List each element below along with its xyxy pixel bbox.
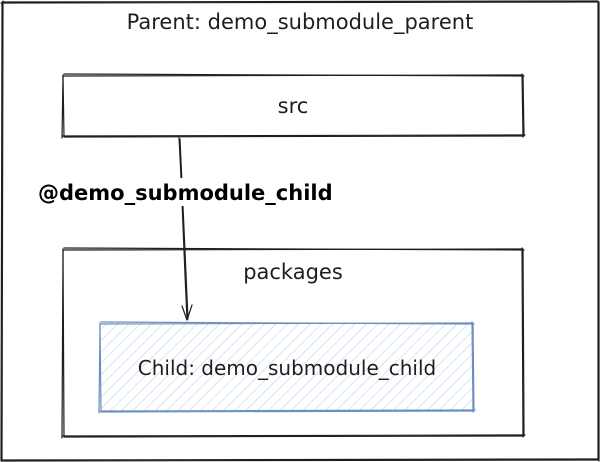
edge-label-group: @demo_submodule_child <box>36 178 333 206</box>
src-label: src <box>278 94 309 118</box>
packages-box[interactable]: packages <box>61 247 526 439</box>
src-box[interactable]: src <box>61 73 526 139</box>
child-box[interactable]: Child: demo_submodule_child <box>98 321 476 414</box>
edge-label: @demo_submodule_child <box>38 181 333 205</box>
dependency-arrow[interactable] <box>178 137 193 321</box>
parent-title: Parent: demo_submodule_parent <box>127 10 474 35</box>
child-label: Child: demo_submodule_child <box>138 356 437 380</box>
packages-label: packages <box>243 260 343 284</box>
